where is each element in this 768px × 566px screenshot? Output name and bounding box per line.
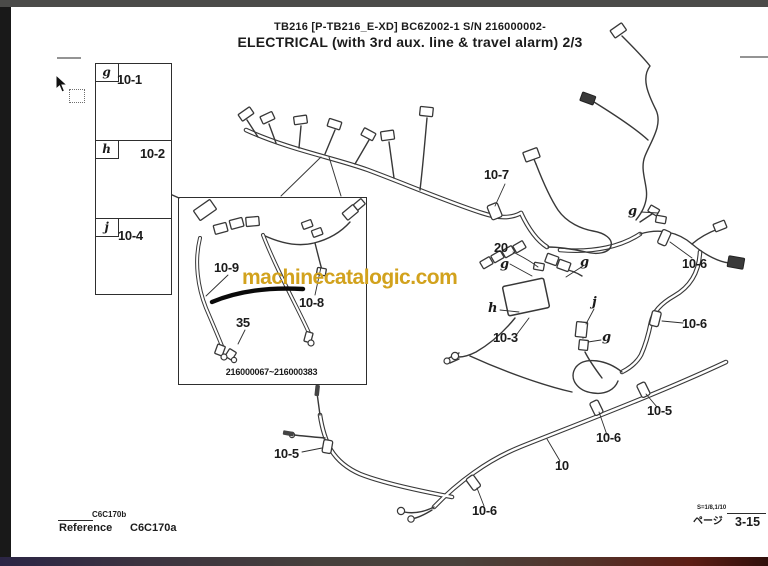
page-corner-mark-right xyxy=(740,56,768,59)
part-label-10-9: 10-9 xyxy=(214,260,239,275)
part-label-10-5-left: 10-5 xyxy=(274,446,299,461)
footer-page-number: 3-15 xyxy=(735,515,761,529)
watermark-text: machinecatalogic.com xyxy=(242,266,458,289)
footer-rule-left xyxy=(58,520,93,522)
connector-letter-j: j xyxy=(592,295,597,310)
legend-box-j: j xyxy=(94,217,172,295)
part-label-10-6-d: 10-6 xyxy=(472,503,497,518)
part-label-10: 10 xyxy=(555,458,569,473)
part-label-20: 20 xyxy=(494,240,508,255)
part-label-10-6-c: 10-6 xyxy=(596,430,621,445)
part-label-10-6-a: 10-6 xyxy=(682,256,707,271)
part-label-10-2: 10-2 xyxy=(140,146,165,161)
part-label-10-6-b: 10-6 xyxy=(682,316,707,331)
footer-reference-value: C6C170a xyxy=(130,522,177,534)
footer-scale-note: S=1/8,1/10 xyxy=(697,505,727,511)
part-label-35: 35 xyxy=(236,315,250,330)
part-label-10-3: 10-3 xyxy=(493,330,518,345)
part-label-10-7: 10-7 xyxy=(484,167,509,182)
legend-box-g: g xyxy=(94,62,172,142)
part-label-10-1: 10-1 xyxy=(117,72,142,87)
mouse-cursor-icon xyxy=(55,74,69,93)
footer-rule-right xyxy=(727,513,766,515)
part-label-10-4: 10-4 xyxy=(118,228,143,243)
drawing-id-line: TB216 [P-TB216_E-XD] BC6Z002-1 S/N 21600… xyxy=(274,21,546,33)
legend-box-h: h xyxy=(94,139,172,220)
connector-letter-g-left: g xyxy=(500,257,510,272)
legend-tab-g-letter: g xyxy=(102,65,111,80)
legend-tab-j-letter: j xyxy=(104,220,109,235)
footer-reference-label: Reference xyxy=(59,522,113,534)
inset-swoosh-mark xyxy=(209,286,306,305)
page-title: ELECTRICAL (with 3rd aux. line & travel … xyxy=(237,34,583,50)
connector-letter-g-top: g xyxy=(628,204,638,219)
connector-letter-g-right: g xyxy=(580,255,590,270)
legend-tab-j: j xyxy=(94,217,119,237)
window-left-bar xyxy=(0,7,11,557)
part-label-10-8: 10-8 xyxy=(299,295,324,310)
part-label-10-5-right: 10-5 xyxy=(647,403,672,418)
footer-page-label: ページ xyxy=(693,516,723,527)
inset-detail-box xyxy=(178,197,367,385)
selection-marquee-icon xyxy=(69,89,85,103)
legend-tab-h: h xyxy=(94,139,119,159)
page-corner-mark-left xyxy=(57,57,81,59)
legend-tab-h-letter: h xyxy=(102,142,111,157)
window-bottom-bar xyxy=(0,557,768,566)
legend-tab-g: g xyxy=(94,62,119,82)
window-top-bar xyxy=(0,0,768,7)
footer-code: C6C170b xyxy=(92,510,127,519)
drawing-header: TB216 [P-TB216_E-XD] BC6Z002-1 S/N 21600… xyxy=(200,21,620,50)
connector-letter-g-mid: g xyxy=(602,330,612,345)
connector-letter-h: h xyxy=(488,301,498,316)
serial-number-range: 216000067~216000383 xyxy=(225,367,318,377)
